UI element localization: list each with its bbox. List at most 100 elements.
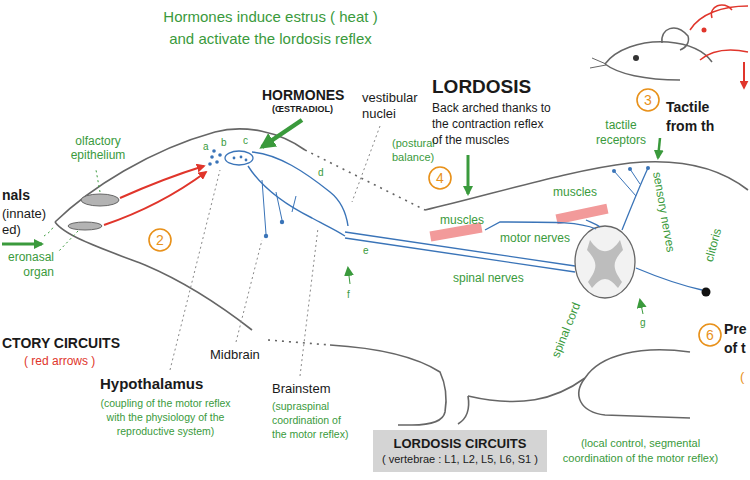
heading-label: Hypothalamus: [100, 374, 203, 394]
tactile-receptor: [612, 169, 616, 173]
note-label: (local control, segmental coordination o…: [553, 436, 728, 466]
heading-label: Tactile from th: [666, 98, 728, 136]
pointer-arrow: [348, 268, 350, 284]
neuron-dot: [233, 157, 236, 160]
point-letter: f: [347, 288, 350, 301]
neuron-branch: [262, 180, 296, 234]
callout-digit: 3: [644, 92, 652, 108]
heading-label: LORDOSIS: [432, 74, 531, 99]
part-label: tactile receptors: [590, 118, 652, 148]
box-subtext: ( vertebrae : L1, L2, L5, L6, S1 ): [382, 452, 538, 467]
point-letter: b: [221, 136, 227, 149]
back-outline: [425, 162, 748, 210]
note-label: (supraspinal coordination of the motor r…: [272, 399, 354, 441]
leader-line: [170, 170, 220, 370]
female-rat-outline: [605, 64, 680, 80]
caption-text: Hormones induce estrus ( heat ) and acti…: [158, 6, 383, 50]
male-rat-ear: [711, 5, 732, 18]
female-rat-ear: [662, 28, 689, 50]
neuron-dot: [208, 162, 212, 166]
rat-eye: [633, 55, 639, 61]
hindleg-outline: [579, 378, 690, 418]
box-heading: LORDOSIS CIRCUITS: [382, 435, 538, 452]
contact-arrow: [743, 62, 745, 88]
clitoral-nerve: [636, 268, 702, 290]
point-letter: c: [243, 134, 248, 147]
part-label: muscles: [440, 212, 484, 228]
neuron-dot: [240, 156, 243, 159]
callout-digit: 6: [706, 327, 714, 343]
leader-line: [58, 231, 78, 252]
rat-eye: [702, 28, 707, 33]
part-label: Brainstem: [272, 380, 331, 397]
heading-label: CTORY CIRCUITS: [2, 334, 120, 352]
heading-label: nals: [2, 186, 30, 204]
foreleg-outline: [330, 345, 446, 425]
hindleg-outline: [585, 350, 690, 378]
part-label: ed): [2, 221, 21, 238]
callout-number: 6: [698, 323, 722, 347]
part-label: spinal nerves: [453, 270, 524, 286]
heading-label: Pre of t: [724, 320, 748, 358]
tactile-receptor: [628, 167, 632, 171]
part-label: clitoris: [701, 227, 725, 264]
grey-matter: [587, 240, 623, 288]
part-label: olfactory epithelium: [62, 134, 134, 162]
brainstem-tract: [252, 152, 348, 226]
neuron-dot: [218, 153, 222, 157]
male-rat-outline: [700, 50, 748, 60]
callout-number: 4: [428, 166, 452, 190]
belly-outline: [468, 378, 585, 402]
sensory-nerve: [614, 169, 640, 196]
olfactory-arrow: [104, 172, 206, 225]
callout-circle: [149, 229, 171, 251]
leader-line: [96, 170, 100, 192]
spinal-cord-section: [575, 226, 635, 298]
note-label: ( red arrows ): [24, 353, 95, 369]
tactile-arrow: [658, 138, 660, 158]
neuron-dot: [210, 155, 214, 159]
pointer-arrow: [640, 300, 643, 314]
callout-fragment: (: [740, 368, 744, 385]
circuit-box: LORDOSIS CIRCUITS( vertebrae : L1, L2, L…: [373, 430, 547, 472]
male-rat-outline: [690, 6, 748, 30]
point-letter: d: [318, 166, 324, 179]
neuron-dot: [264, 234, 268, 238]
part-label: spinal cord: [548, 300, 585, 360]
neuron-dot: [215, 160, 219, 164]
hypothalamus-nucleus: [225, 151, 253, 165]
head-outline: [55, 222, 252, 330]
neuron-dot: [245, 159, 248, 162]
callout-circle: [637, 89, 659, 111]
dotted-body-line: [268, 340, 330, 345]
rat-whiskers: [590, 58, 606, 68]
callout-circle: [699, 324, 721, 346]
muscle-shape: [556, 204, 609, 225]
foreleg-outline: [458, 396, 469, 424]
clitoris-dot: [702, 288, 711, 297]
signal-arrow: [2, 243, 42, 246]
neuron-dot: [212, 149, 216, 153]
part-label: sensory nerves: [649, 171, 679, 254]
heading-label: HORMONES: [262, 86, 344, 104]
part-label: Midbrain: [210, 346, 260, 363]
description-text: Back arched thanks to the contraction re…: [432, 100, 556, 148]
brainstem-tract: [248, 166, 345, 236]
leader-line: [300, 228, 318, 376]
hormone-name: (ŒSTRADIOL): [272, 103, 333, 115]
point-letter: g: [640, 316, 646, 329]
vomeronasal-organ-shape: [68, 222, 102, 230]
lordosis-arrow: [467, 155, 470, 194]
part-label: vestibular nuclei: [362, 90, 432, 122]
note-label: (coupling of the motor reflex with the p…: [98, 396, 233, 438]
callout-circle: [429, 167, 451, 189]
point-letter: e: [363, 244, 369, 257]
callout-number: 3: [636, 88, 660, 112]
motor-nerve: [485, 222, 596, 230]
part-label: eronasal organ: [2, 250, 54, 280]
callout-number: 2: [148, 228, 172, 252]
callout-digit: 2: [156, 232, 164, 248]
leader-line: [236, 240, 262, 342]
leader-line: [44, 226, 54, 236]
